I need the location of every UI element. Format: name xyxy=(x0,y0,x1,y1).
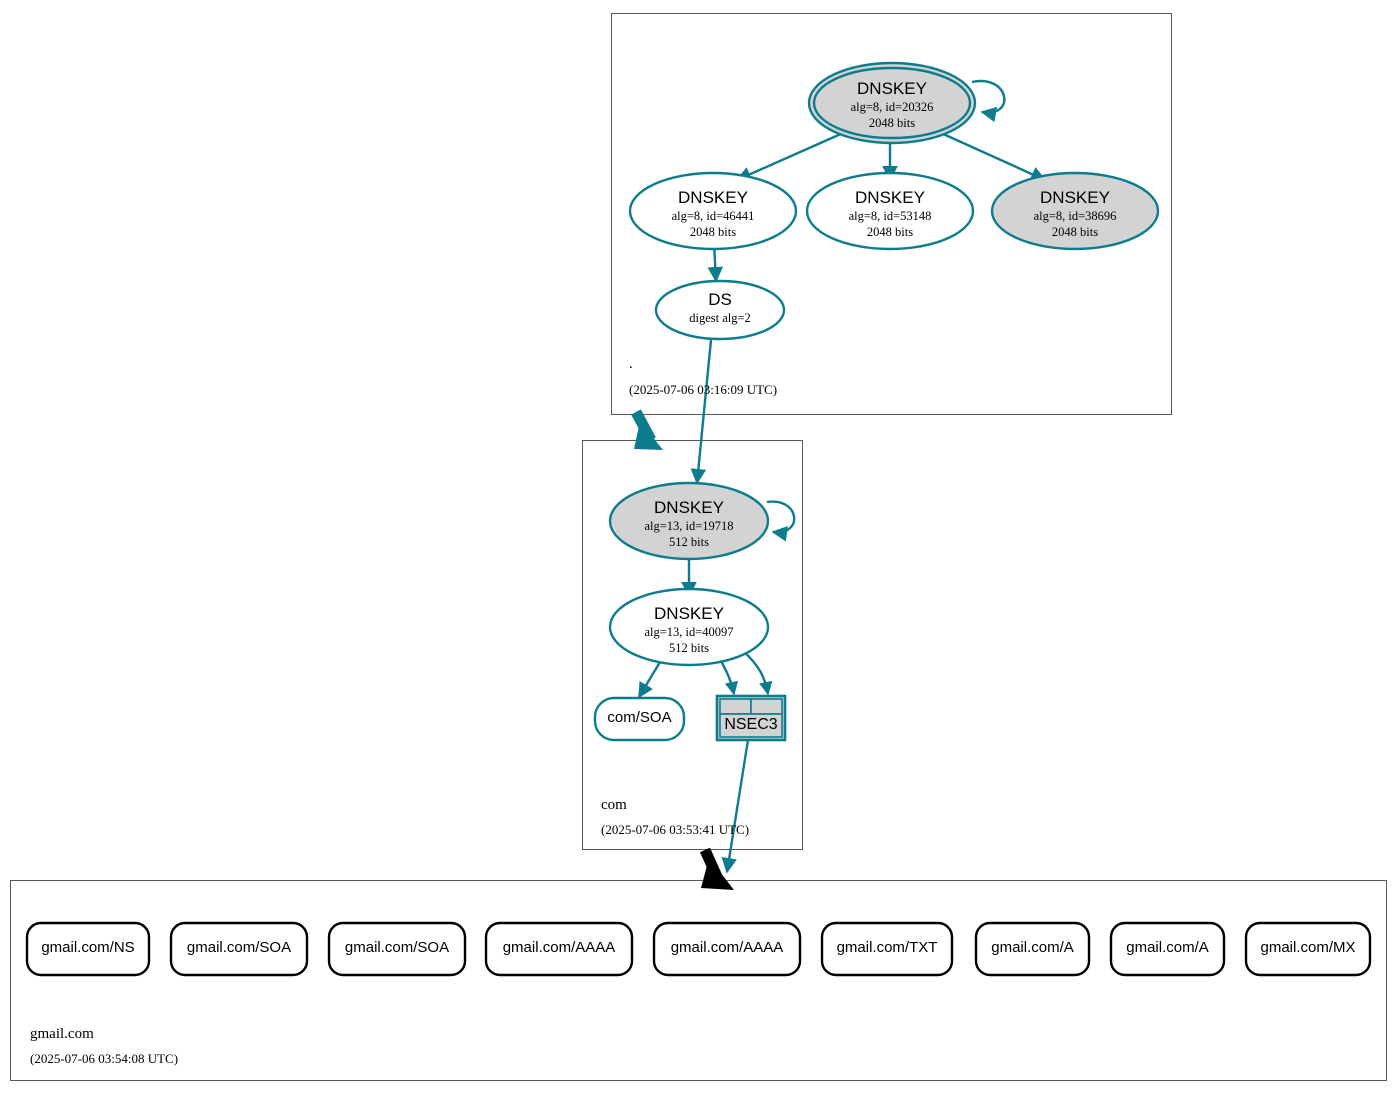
edge-delegation-com-to-gmail-insecure xyxy=(699,847,734,890)
zone-label-com-name: com xyxy=(601,797,627,813)
zone-box-com xyxy=(582,440,803,850)
node-gmail-rrset-4[interactable] xyxy=(652,921,802,977)
node-gmail-rrset-2[interactable] xyxy=(327,921,467,977)
node-root-ksk-dnskey-20326[interactable] xyxy=(807,61,977,145)
edge-root-ksk-self-loop xyxy=(971,79,1006,123)
node-root-dnskey-53148[interactable] xyxy=(805,171,975,251)
zone-label-root-name: . xyxy=(629,356,633,372)
node-root-dnskey-46441[interactable] xyxy=(628,171,798,251)
node-com-ksk-dnskey-19718[interactable] xyxy=(608,481,770,561)
node-gmail-rrset-6[interactable] xyxy=(974,921,1091,977)
node-gmail-rrset-3[interactable] xyxy=(484,921,634,977)
edge-com-ksk-self-loop xyxy=(766,500,796,542)
node-com-nsec3[interactable] xyxy=(715,694,787,742)
zone-label-gmail-name: gmail.com xyxy=(30,1026,94,1042)
zone-label-root-timestamp: (2025-07-06 03:16:09 UTC) xyxy=(629,382,778,397)
edge-com-zsk-to-soa xyxy=(637,656,665,699)
node-root-dnskey-38696[interactable] xyxy=(990,171,1160,251)
edge-nsec3-to-gmail-zone xyxy=(721,739,750,874)
edge-ds-to-com-ksk xyxy=(690,339,713,485)
node-gmail-rrset-1[interactable] xyxy=(169,921,309,977)
nsec3-header-cell-2 xyxy=(750,698,783,715)
zone-box-root xyxy=(611,13,1172,415)
edge-delegation-root-to-com xyxy=(631,409,663,450)
edge-root-ksk-to-zsk46441 xyxy=(735,131,844,182)
node-gmail-rrset-0[interactable] xyxy=(25,921,151,977)
node-root-ds[interactable] xyxy=(654,279,786,341)
node-gmail-rrset-8[interactable] xyxy=(1244,921,1372,977)
edge-root-ksk-to-zsk38696 xyxy=(940,131,1047,182)
zone-box-gmail xyxy=(10,880,1387,1081)
zone-label-gmail-timestamp: (2025-07-06 03:54:08 UTC) xyxy=(30,1051,179,1066)
zone-label-com-timestamp: (2025-07-06 03:53:41 UTC) xyxy=(601,822,750,837)
nsec3-body-cell xyxy=(719,713,783,738)
node-gmail-rrset-7[interactable] xyxy=(1109,921,1226,977)
node-com-dnskey-40097[interactable] xyxy=(608,587,770,667)
nsec3-header-cell-1 xyxy=(719,698,752,715)
node-com-soa-rrset[interactable] xyxy=(593,696,686,742)
node-gmail-rrset-5[interactable] xyxy=(820,921,954,977)
